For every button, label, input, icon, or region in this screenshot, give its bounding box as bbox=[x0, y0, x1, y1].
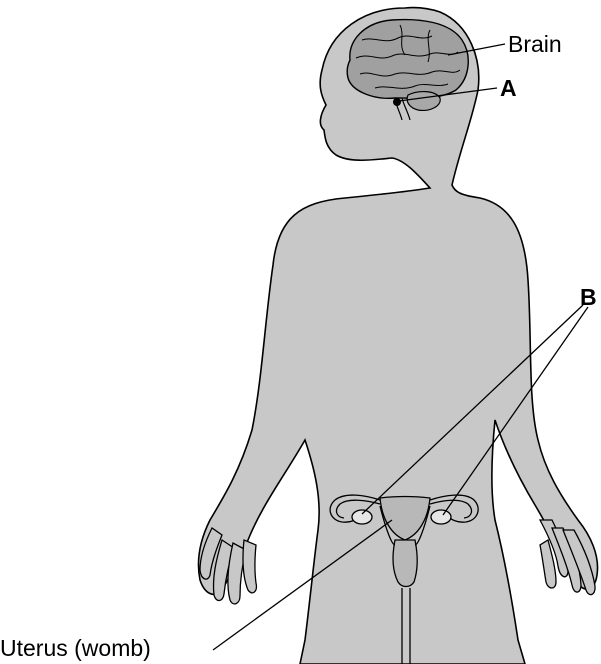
ovary-left bbox=[352, 510, 372, 524]
brain-cerebellum bbox=[407, 92, 440, 111]
b-label: B bbox=[580, 286, 597, 309]
brain-label: Brain bbox=[508, 33, 562, 56]
a-label: A bbox=[500, 77, 517, 100]
ovary-right bbox=[431, 510, 451, 524]
pituitary-gland-a-dot bbox=[393, 98, 401, 106]
brain-cerebrum bbox=[347, 20, 468, 99]
uterus-label: Uterus (womb) bbox=[0, 637, 151, 660]
cervix-vagina bbox=[393, 540, 417, 587]
